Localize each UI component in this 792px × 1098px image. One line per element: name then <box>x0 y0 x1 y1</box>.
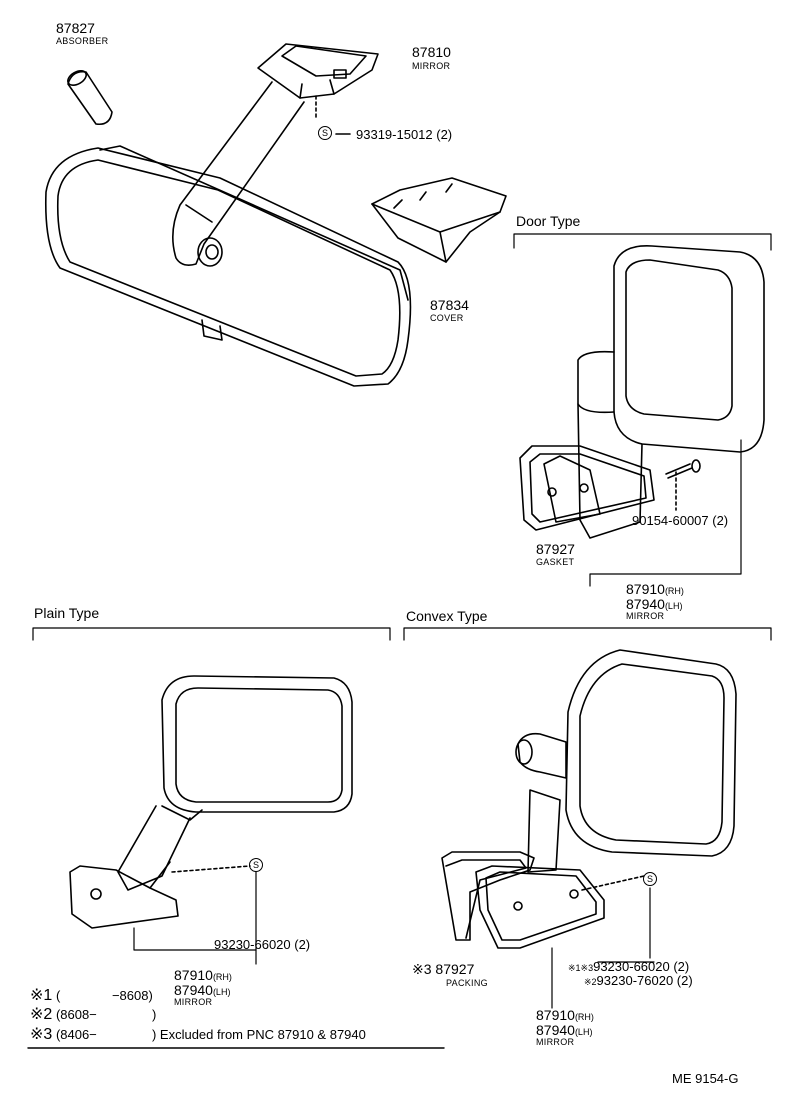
plain-mirror-rh-number: 87910 <box>174 967 213 983</box>
door-mirror-part <box>519 245 765 539</box>
packing-part-number: 87927 <box>435 961 475 977</box>
note-2-open: (8608− <box>55 1007 97 1022</box>
door-mirror-lh-side: (LH) <box>664 601 683 611</box>
convex-mirror-name: MIRROR <box>536 1037 575 1047</box>
door-type-title: Door Type <box>516 213 581 229</box>
convex-screw1-pn: 93230-66020 (2) <box>593 959 690 974</box>
door-mirror-leader <box>589 439 742 587</box>
door-bolt-part-number: 90154-60007 (2) <box>632 513 729 528</box>
convex-mirror-lh-number: 87940 <box>536 1022 575 1038</box>
plain-mirror-part <box>69 675 353 929</box>
note-2-mark: ※2 <box>30 1006 53 1023</box>
convex-screw2-pn: 93230-76020 (2) <box>596 973 693 988</box>
door-mirror-rh-side: (RH) <box>664 586 684 596</box>
plain-screw-part-number: 93230-66020 (2) <box>214 937 311 952</box>
door-mirror-lh-pn: 87940(LH) <box>626 597 682 611</box>
convex-screw2: ※293230-76020 (2) <box>584 974 693 987</box>
inner-mirror-name: MIRROR <box>412 61 451 71</box>
note-1-range: −8608) <box>111 988 153 1003</box>
door-bolt-part <box>665 459 701 511</box>
cover-name: COVER <box>430 313 464 323</box>
convex-screw2-mark: ※2 <box>584 977 597 987</box>
convex-mirror-lh-side: (LH) <box>574 1027 593 1037</box>
note-3-open: (8406− <box>55 1027 97 1042</box>
packing-name: PACKING <box>446 978 488 988</box>
convex-type-title: Convex Type <box>406 608 488 624</box>
convex-mirror-rh-pn: 87910(RH) <box>536 1008 594 1022</box>
note-2: ※2 (8608−) <box>30 1007 156 1023</box>
cover-part-number: 87834 <box>430 297 469 313</box>
convex-type-bracket <box>403 627 772 641</box>
note-1-open: ( <box>55 988 61 1003</box>
plain-screw-marker: S <box>249 858 263 872</box>
convex-mirror-part <box>441 649 737 949</box>
door-mirror-lh-number: 87940 <box>626 596 665 612</box>
door-mirror-rh-pn: 87910(RH) <box>626 582 684 596</box>
convex-mirror-rh-number: 87910 <box>536 1007 575 1023</box>
inner-mirror-part <box>44 43 412 387</box>
absorber-part-number: 87827 <box>56 20 95 36</box>
convex-mirror-lh-pn: 87940(LH) <box>536 1023 592 1037</box>
inner-mirror-part-number: 87810 <box>412 44 451 60</box>
convex-screw-marker: S <box>643 872 657 886</box>
absorber-name: ABSORBER <box>56 36 109 46</box>
gasket-name: GASKET <box>536 557 575 567</box>
note-3-mark: ※3 <box>30 1026 53 1043</box>
convex-screw1: ※1※393230-66020 (2) <box>568 960 689 973</box>
plain-leader <box>133 871 257 951</box>
plain-type-title: Plain Type <box>34 605 100 621</box>
inner-screw-part-number: 93319-15012 (2) <box>356 127 453 142</box>
plain-mirror-rh-pn: 87910(RH) <box>174 968 232 982</box>
door-mirror-name: MIRROR <box>626 611 665 621</box>
door-type-bracket <box>513 233 772 251</box>
convex-mirror-rh-side: (RH) <box>574 1012 594 1022</box>
packing-pn: ※3 87927 <box>412 962 474 976</box>
note-2-range: ) <box>151 1007 157 1022</box>
plain-mirror-rh-side: (RH) <box>212 972 232 982</box>
diagram-code: ME 9154-G <box>672 1071 739 1086</box>
note-3-range: ) <box>151 1027 157 1042</box>
cover-part <box>371 177 507 263</box>
note-3-text: Excluded from PNC 87910 & 87940 <box>159 1027 366 1042</box>
note-1: ※1 ( −8608) <box>30 988 153 1004</box>
door-mirror-rh-number: 87910 <box>626 581 665 597</box>
note-3: ※3 (8406−) Excluded from PNC 87910 & 879… <box>30 1027 366 1043</box>
note-1-mark: ※1 <box>30 987 53 1004</box>
convex-screw1-mark: ※1※3 <box>568 963 594 973</box>
absorber-part <box>67 69 113 126</box>
gasket-part-number: 87927 <box>536 541 575 557</box>
plain-mirror-lh-side: (LH) <box>212 987 231 997</box>
inner-screw-marker: S <box>318 126 332 140</box>
plain-type-bracket <box>32 627 391 641</box>
packing-mark: ※3 <box>412 961 432 977</box>
plain-mirror-lh-pn: 87940(LH) <box>174 983 230 997</box>
plain-mirror-name: MIRROR <box>174 997 213 1007</box>
plain-mirror-lh-number: 87940 <box>174 982 213 998</box>
